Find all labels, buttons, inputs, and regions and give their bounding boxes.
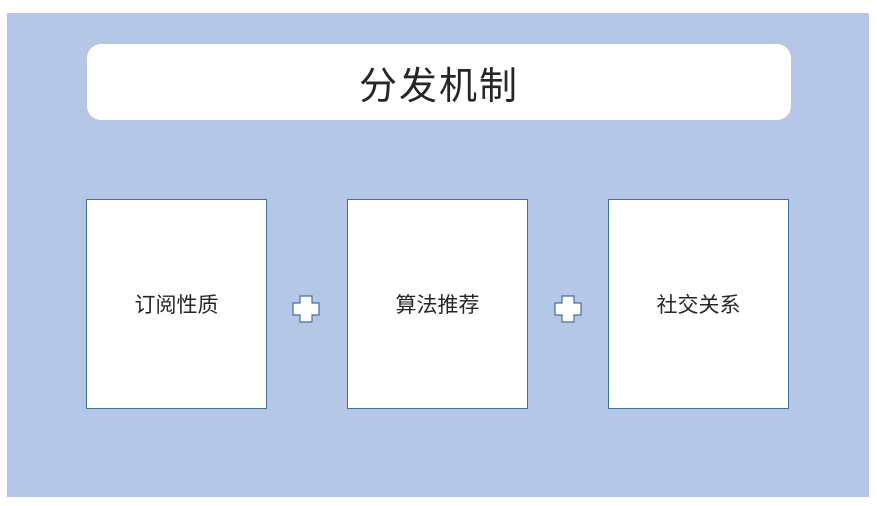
plus-icon <box>292 295 320 323</box>
title-box: 分发机制 <box>87 44 791 120</box>
diagram-canvas: 分发机制 订阅性质 算法推荐 社交关系 <box>7 13 869 497</box>
card-label-algorithm: 算法推荐 <box>395 293 480 317</box>
card-algorithm: 算法推荐 <box>347 199 528 409</box>
card-label-social: 社交关系 <box>656 293 741 317</box>
card-subscription: 订阅性质 <box>86 199 267 409</box>
diagram-title: 分发机制 <box>358 63 519 108</box>
plus-icon <box>554 295 582 323</box>
card-label-subscription: 订阅性质 <box>134 293 219 317</box>
card-social: 社交关系 <box>608 199 789 409</box>
